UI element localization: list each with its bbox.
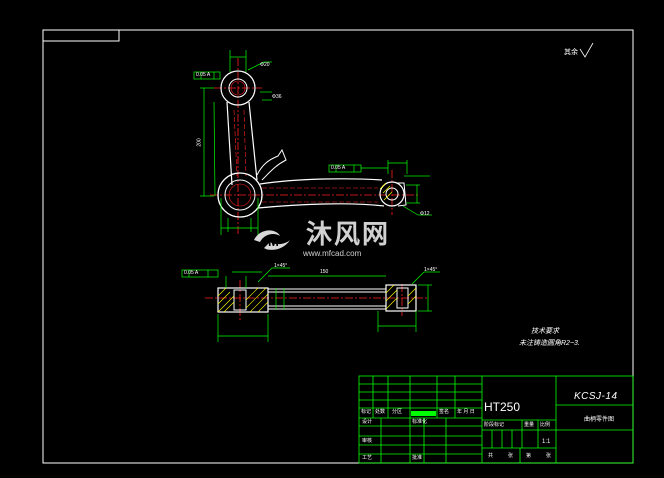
watermark-url: www.mfcad.com [303, 249, 362, 258]
plan-dimensions [193, 50, 432, 235]
material-label: HT250 [484, 400, 521, 414]
tolerance-label-section: 0.05 A [184, 270, 199, 276]
tb-process: 工艺 [362, 455, 373, 461]
tolerance-label-top: 0.05 A [196, 72, 211, 78]
svg-text:M: M [268, 234, 279, 249]
watermark-logo-icon: M [254, 230, 290, 250]
section-dimensions [181, 267, 440, 342]
tb-approve: 批准 [412, 455, 423, 461]
roughness-note: 其余 [564, 49, 578, 56]
tb-design: 设计 [362, 419, 373, 425]
tb-sheet-unit-2: 张 [546, 453, 552, 459]
tech-requirements-title: 技术要求 [531, 328, 559, 335]
tb-review: 审核 [362, 438, 373, 444]
chamfer-label-b: 1×45° [424, 267, 438, 273]
watermark-brand: 沐风网 [306, 219, 391, 249]
scale-value: 1:1 [542, 439, 551, 445]
tb-count: 处数 [375, 409, 386, 415]
tb-standard: 标准化 [412, 419, 428, 425]
tb-date: 年 月 日 [457, 409, 475, 415]
plan-view [210, 58, 420, 235]
section-view [205, 280, 428, 320]
title-block-filled-cell [411, 411, 436, 416]
tolerance-label-mid: 0.05 A [331, 165, 346, 171]
tb-weight: 重量 [524, 422, 535, 428]
part-name: 曲柄零件图 [584, 417, 615, 423]
dim-total-length: 200 [196, 138, 203, 147]
corner-label-box [42, 29, 120, 42]
section-hatch [217, 284, 417, 313]
tb-mark: 标记 [361, 409, 372, 415]
tb-sheet-unit: 张 [508, 453, 514, 459]
title-block-grid [358, 375, 634, 464]
tb-sign: 签名 [439, 409, 450, 415]
tb-sheet-num: 第 [526, 453, 532, 459]
dim-big-dia: Φ36 [272, 94, 282, 100]
roughness-symbol [579, 42, 594, 58]
drawing-code: KCSJ-14 [574, 391, 618, 402]
tech-requirements-line: 未注铸造圆角R2~3. [519, 340, 580, 347]
tb-sheet-total: 共 [488, 453, 494, 459]
tb-stage: 阶段标记 [484, 422, 505, 428]
chamfer-label-a: 1×45° [274, 263, 288, 269]
dim-horizontal-length: 150 [320, 269, 329, 275]
tb-scale-label: 比例 [540, 422, 551, 428]
dim-right-dia: Φ12 [420, 211, 430, 217]
tb-zone: 分区 [392, 409, 403, 415]
drawing-frame [42, 29, 634, 464]
dim-small-dia: Φ20 [260, 62, 270, 68]
